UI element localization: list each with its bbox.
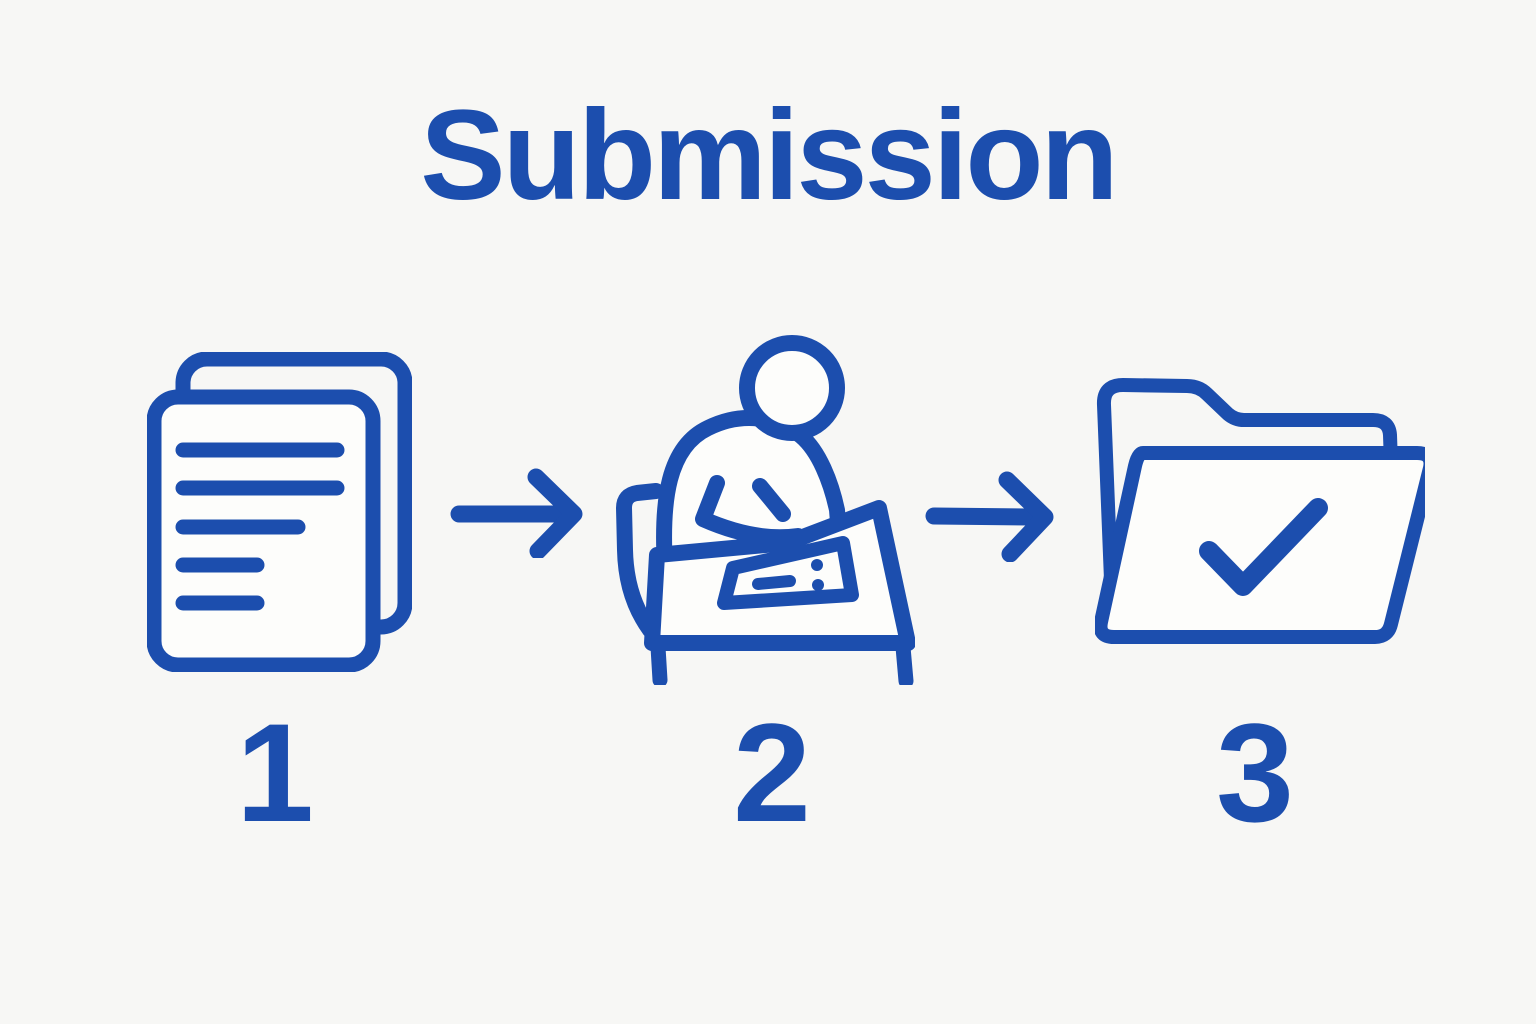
step-number-1: 1 xyxy=(236,694,314,851)
step-number-3: 3 xyxy=(1216,694,1294,851)
person-writing-icon xyxy=(610,335,915,685)
arrow-right-icon xyxy=(450,466,585,558)
page-title: Submission xyxy=(420,84,1118,227)
folder-check-icon xyxy=(1095,372,1425,652)
documents-icon xyxy=(147,352,412,672)
step-number-2: 2 xyxy=(733,694,811,851)
arrow-right-icon xyxy=(925,470,1060,562)
